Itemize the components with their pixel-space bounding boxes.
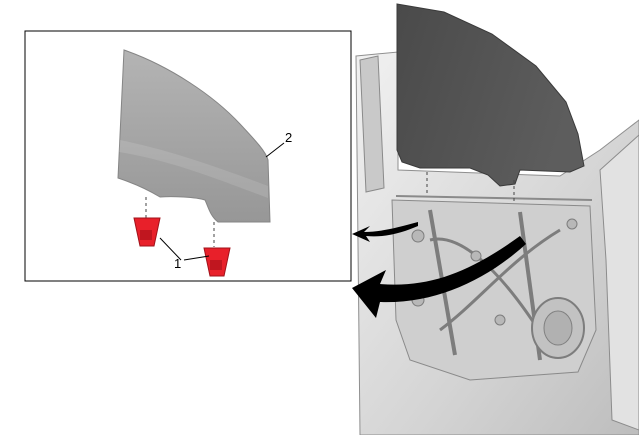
- callout-leaders: [159, 142, 285, 261]
- door-assembly: [355, 51, 639, 435]
- arrow-removal-large: [352, 236, 526, 318]
- clip-alignment-lines: [145, 197, 215, 247]
- window-glass-detail: [117, 49, 271, 223]
- installed-clip-guides: [426, 172, 515, 202]
- rear-door-edge: [599, 134, 639, 431]
- window-glass-installed: [396, 3, 585, 187]
- door-frame-pillar: [359, 55, 385, 193]
- glass-clip-right: [203, 247, 231, 277]
- callout-2-label: 2: [285, 130, 292, 145]
- door-panel-holes: [411, 218, 578, 326]
- door-belt-line: [395, 195, 593, 201]
- arrow-removal-small: [352, 222, 418, 242]
- callout-1-label: 1: [174, 256, 181, 271]
- glass-clip-left: [133, 217, 161, 247]
- glass-reflection: [119, 140, 268, 198]
